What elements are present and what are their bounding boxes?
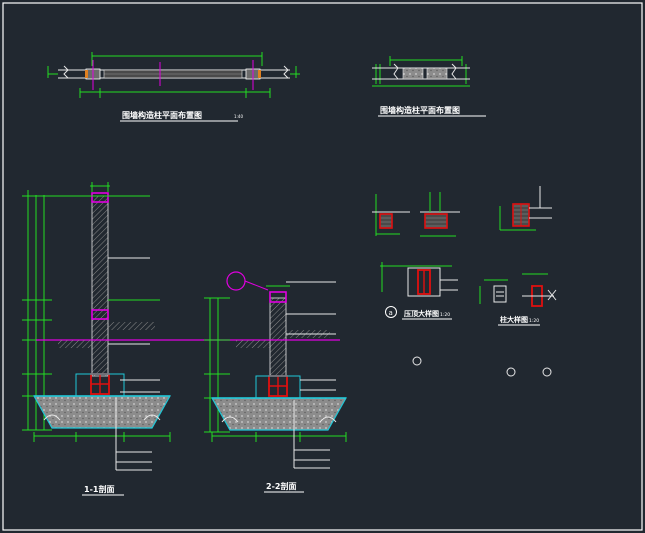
section-2-title-text: 2-2剖面	[266, 481, 296, 491]
detail-b-title: 柱大样图 1:20	[498, 315, 540, 326]
detail-b-title-text: 柱大样图	[500, 315, 528, 324]
plan-left-title-text: 围墙构造柱平面布置图	[122, 110, 202, 120]
plan-left-scale-text: 1:40	[234, 114, 243, 119]
section-1-1	[22, 182, 230, 471]
detail-a-coping	[380, 262, 458, 297]
detail-a-marker-circle	[385, 306, 397, 318]
section-2-2	[204, 271, 348, 469]
detail-a-marker-text: a	[389, 309, 393, 317]
plan-right-title-text: 围墙构造柱平面布置图	[380, 105, 460, 115]
detail-b-column	[479, 273, 557, 307]
reference-circles	[412, 356, 552, 377]
detail-a-title-text: 压顶大样图	[404, 309, 439, 318]
plan-view-right-title: 围墙构造柱平面布置图	[378, 105, 486, 117]
plan-view-left-title: 围墙构造柱平面布置图 1:40	[120, 110, 243, 122]
section-1-1-title: 1-1剖面	[82, 484, 124, 496]
detail-a-scale-text: 1:20	[440, 312, 450, 318]
detail-column-sections	[372, 186, 552, 237]
detail-b-scale-text: 1:20	[529, 318, 539, 324]
section-2-2-title: 2-2剖面	[264, 481, 304, 493]
plan-view-right	[372, 56, 470, 87]
detail-a-title: a 压顶大样图 1:20	[385, 306, 452, 320]
section-1-title-text: 1-1剖面	[84, 484, 114, 494]
plan-view-left	[47, 52, 300, 98]
